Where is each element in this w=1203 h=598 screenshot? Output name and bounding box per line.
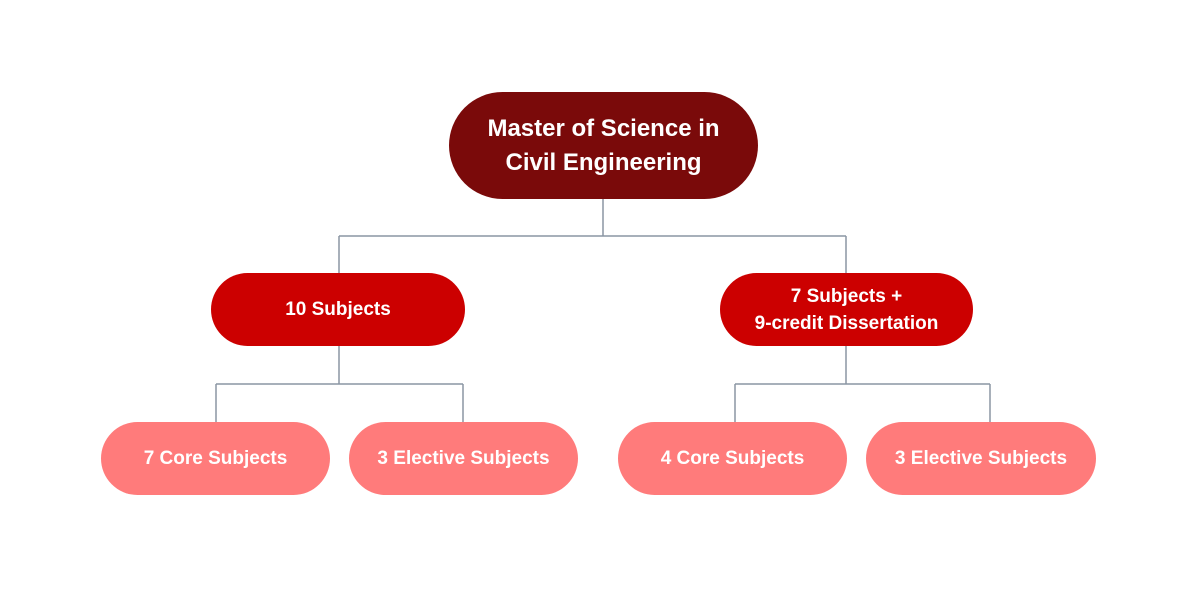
leaf-left-core-label: 7 Core Subjects bbox=[143, 447, 288, 469]
right-branch-line-2: 9-credit Dissertation bbox=[754, 312, 939, 334]
leaf-right-core-label: 4 Core Subjects bbox=[660, 447, 805, 469]
left-branch-node: 10 Subjects bbox=[211, 273, 465, 346]
leaf-node-left-core: 7 Core Subjects bbox=[101, 422, 330, 495]
leaf-node-right-core: 4 Core Subjects bbox=[618, 422, 847, 495]
right-branch-line-1: 7 Subjects + bbox=[790, 285, 903, 307]
root-node: Master of Science in Civil Engineering bbox=[449, 92, 758, 199]
leaf-node-left-elective: 3 Elective Subjects bbox=[349, 422, 578, 495]
root-node-line-2: Civil Engineering bbox=[505, 148, 702, 176]
leaf-node-right-elective: 3 Elective Subjects bbox=[866, 422, 1096, 495]
leaf-right-elective-label: 3 Elective Subjects bbox=[894, 447, 1068, 469]
left-branch-label: 10 Subjects bbox=[285, 299, 391, 320]
right-branch-node: 7 Subjects + 9-credit Dissertation bbox=[720, 273, 973, 346]
leaf-left-elective-label: 3 Elective Subjects bbox=[377, 447, 550, 469]
root-node-line-1: Master of Science in bbox=[487, 114, 720, 142]
